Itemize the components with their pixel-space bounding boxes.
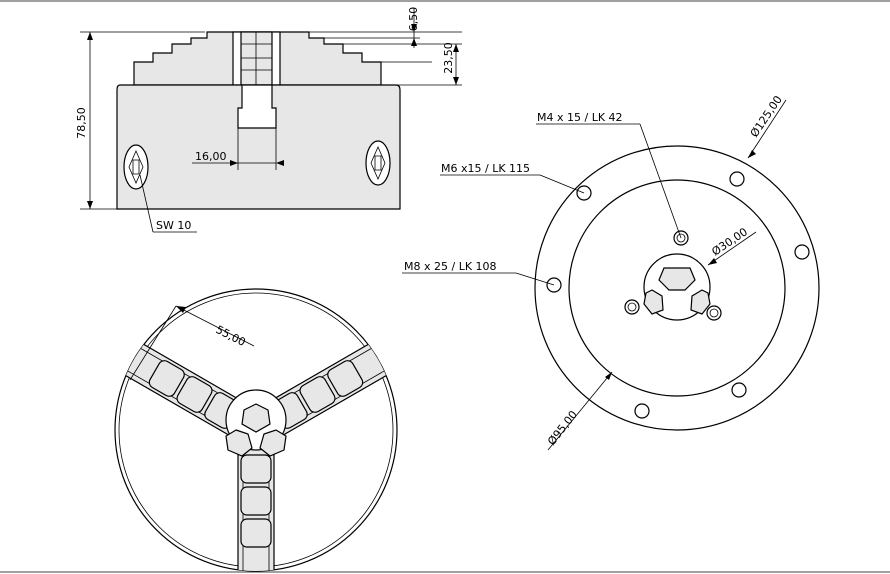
callout-m4: M4 x 15 / LK 42 — [537, 111, 623, 124]
key-hole-right — [365, 140, 391, 186]
dim-78-50: 78,50 — [75, 107, 88, 139]
dim-dia-95: Ø95,00 — [545, 408, 580, 448]
dim-dia-125: Ø125,00 — [748, 93, 785, 139]
callout-m6: M6 x15 / LK 115 — [441, 162, 530, 175]
key-hole-left — [123, 144, 149, 190]
callout-sw10: SW 10 — [156, 219, 191, 232]
side-view-jaw-insert — [240, 31, 273, 86]
side-view-t-slot — [237, 84, 277, 129]
callout-m8: M8 x 25 / LK 108 — [404, 260, 497, 273]
top-view: M4 x 15 / LK 42 M6 x15 / LK 115 M8 x 25 … — [402, 93, 820, 451]
dim-6-50: 6,50 — [407, 7, 420, 32]
dim-23-50: 23,50 — [442, 42, 455, 74]
front-view: 55,00 — [114, 288, 398, 572]
side-view: 78,50 16,00 6,50 23,50 SW 10 — [75, 7, 462, 233]
dim-16-00: 16,00 — [195, 150, 227, 163]
